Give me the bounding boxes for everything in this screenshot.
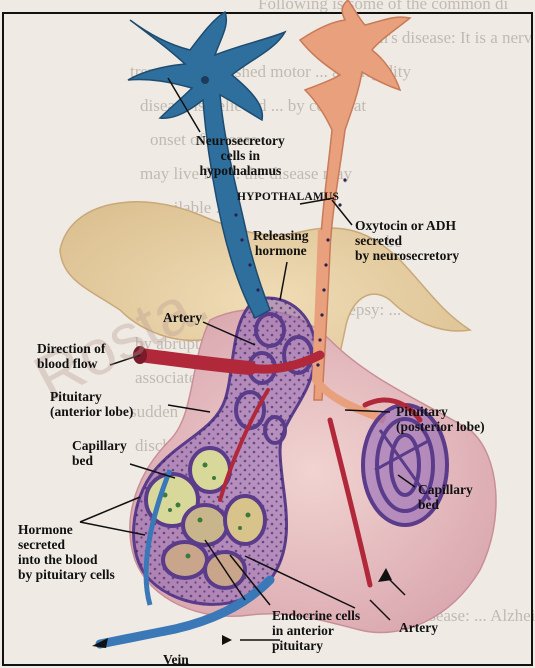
label-hormone-secreted: Hormone secreted into the blood by pitui… [18,522,115,582]
label-pituitary-posterior: Pituitary (posterior lobe) [396,404,485,434]
label-capillary-bed-right: Capillary bed [418,482,473,512]
label-hypothalamus: HYPOTHALAMUS [237,190,339,205]
label-neurosecretory-cells: Neurosecretory cells in hypothalamus [196,133,285,178]
label-releasing-hormone: Releasing hormone [253,228,309,258]
label-artery-top: Artery [163,310,202,325]
label-capillary-bed-left: Capillary bed [72,438,127,468]
label-vein: Vein [163,652,189,667]
label-artery-bottom: Artery [399,620,438,635]
label-endocrine-cells: Endocrine cells in anterior pituitary [272,608,360,653]
label-direction-blood-flow: Direction of blood flow [37,341,105,371]
label-pituitary-anterior: Pituitary (anterior lobe) [50,389,133,419]
label-oxytocin-adh: Oxytocin or ADH secreted by neurosecreto… [355,218,459,263]
